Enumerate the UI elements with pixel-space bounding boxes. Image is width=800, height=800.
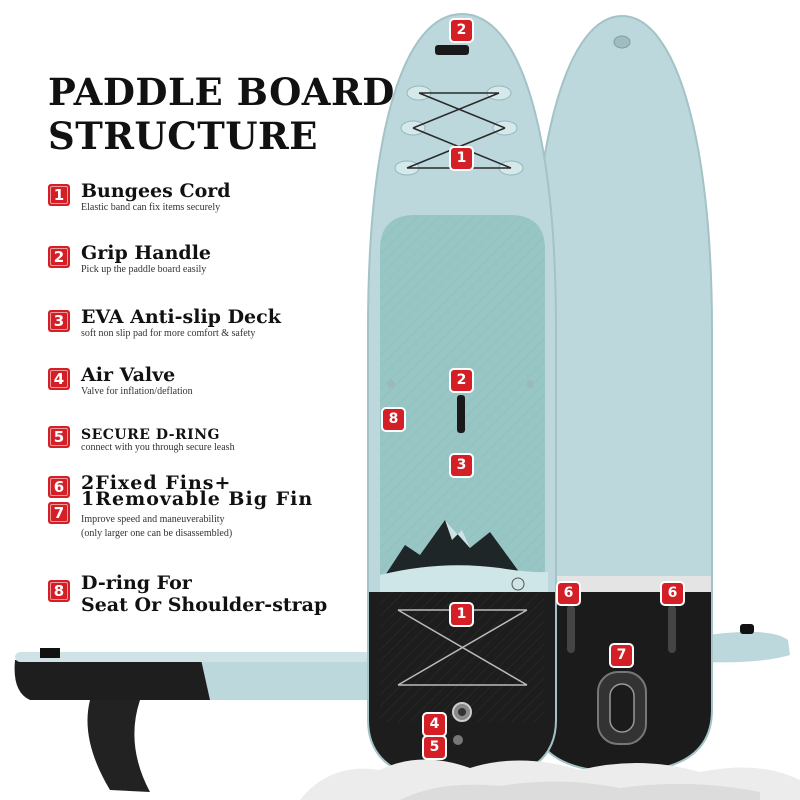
callout-top-handle: 2	[451, 20, 472, 41]
feature-number-badge: 5	[48, 426, 70, 448]
feature-subtitle: Pick up the paddle board easily	[81, 264, 207, 275]
title-line-2: STRUCTURE	[48, 114, 318, 158]
side-view-board	[14, 624, 790, 792]
feature-title: Air Valve	[81, 364, 176, 386]
feature-number-badge: 8	[48, 580, 70, 602]
feature-number-badge: 2	[48, 246, 70, 268]
page-title: PADDLE BOARD STRUCTURE	[48, 70, 395, 158]
feature-subtitle-2: (only larger one can be disassembled)	[81, 528, 233, 539]
feature-subtitle: Valve for inflation/deflation	[81, 386, 193, 397]
callout-center-handle: 2	[451, 370, 472, 391]
feature-number-badge: 3	[48, 310, 70, 332]
feature-subtitle: connect with you through secure leash	[81, 442, 235, 453]
feature-title: 1Removable Big Fin	[81, 488, 314, 510]
feature-number-badge: 4	[48, 368, 70, 390]
callout-top-bungee: 1	[451, 148, 472, 169]
callout-leash-d-ring: 5	[424, 737, 445, 758]
feature-title: SECURE D-RING	[81, 427, 220, 443]
callout-center-fin: 7	[611, 645, 632, 666]
feature-number-badge: 7	[48, 502, 70, 524]
feature-title-2: Seat Or Shoulder-strap	[81, 594, 328, 616]
callout-air-valve: 4	[424, 714, 445, 735]
callout-side-d-ring: 8	[383, 409, 404, 430]
callout-fixed-fin-left: 6	[558, 583, 579, 604]
feature-title: D-ring For	[81, 572, 192, 594]
callout-deck-pad: 3	[451, 455, 472, 476]
feature-title: EVA Anti-slip Deck	[81, 306, 281, 328]
feature-subtitle: Elastic band can fix items securely	[81, 202, 221, 213]
feature-title: 2Fixed Fins+	[81, 472, 232, 494]
title-line-1: PADDLE BOARD	[48, 70, 395, 114]
callout-tail-bungee: 1	[451, 604, 472, 625]
front-board	[368, 14, 556, 782]
feature-number-badge: 6	[48, 476, 70, 498]
feature-title: Bungees Cord	[81, 180, 231, 202]
feature-subtitle: Improve speed and maneuverability	[81, 514, 225, 525]
back-board	[532, 16, 712, 772]
feature-title: Grip Handle	[81, 242, 212, 264]
callout-fixed-fin-right: 6	[662, 583, 683, 604]
feature-subtitle: soft non slip pad for more comfort & saf…	[81, 328, 256, 339]
feature-number-badge: 1	[48, 184, 70, 206]
